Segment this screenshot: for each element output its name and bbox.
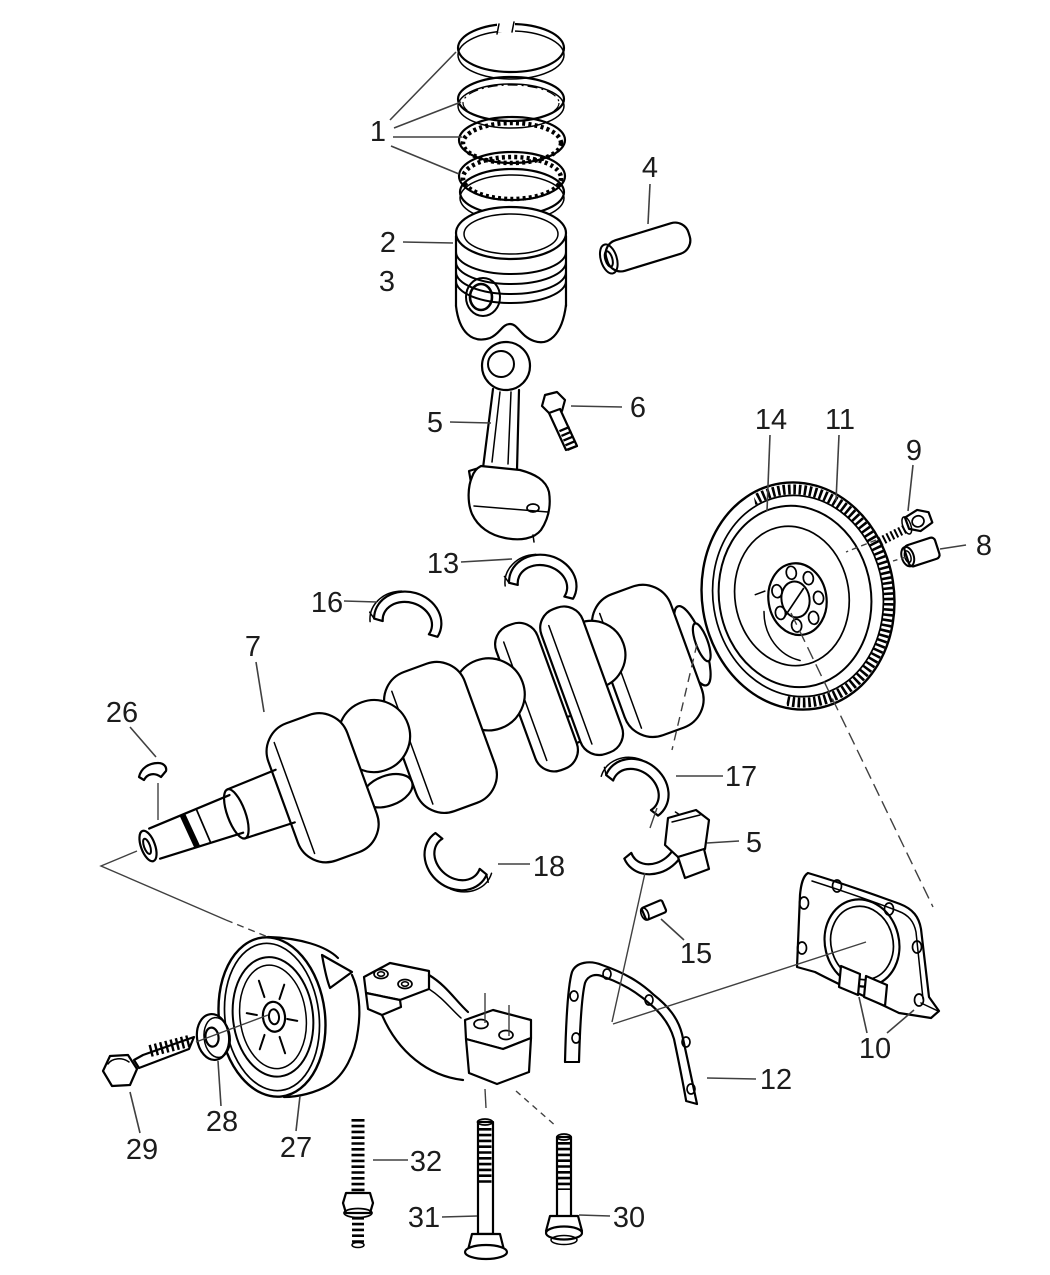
bearing-and-cap [619,808,711,889]
leader-line-30 [578,1214,611,1217]
construction-line-bridge-to-bolt31 [484,1088,487,1109]
leader-line-12 [706,1077,757,1080]
callout-3[interactable]: 3 [379,266,395,298]
bearing-cap-bridge [362,961,533,1086]
leader-line-6 [570,405,623,408]
rod-bolt [540,390,579,452]
flywheel [700,481,896,711]
construction-line-bearing17-to-cap [649,807,658,829]
construction-line-flywheel-to-retainer [790,612,934,908]
thrust-bearing-upper [597,741,683,821]
crankshaft-snout [138,768,296,863]
woodruff-key [137,761,168,782]
callout-5[interactable]: 5 [427,407,443,439]
leader-line-9 [907,464,914,512]
pilot-bushing [900,536,941,568]
callout-29[interactable]: 29 [126,1134,158,1166]
construction-line-bushing8-axis [892,556,907,562]
construction-line-crank-axis-to-damper-a [99,850,227,921]
callout-11[interactable]: 11 [825,404,855,436]
leader-line-13 [460,558,513,563]
rear-seal-retainer [795,871,941,1020]
piston-pin-boss [465,277,501,317]
callout-2[interactable]: 2 [380,227,396,259]
leader-line-10 [858,996,868,1034]
leader-line-1 [389,51,457,121]
piston [454,205,568,344]
main-bearing-lower [410,828,495,908]
main-bearing-upper [366,581,450,643]
construction-line-bridge-to-retainer [612,941,867,1025]
callout-1[interactable]: 1 [370,116,386,148]
leader-line-4 [647,183,651,225]
ring-gap [497,20,515,32]
leader-line-27 [295,1095,301,1132]
callout-13[interactable]: 13 [427,548,459,580]
leader-line-8 [939,544,967,550]
flywheel-bolt [878,508,934,546]
leader-line-1 [393,101,462,129]
callout-16[interactable]: 16 [311,587,343,619]
leader-line-26 [129,726,157,758]
vibration-damper [217,935,361,1099]
rod-bearing-upper [501,545,584,604]
construction-line-crank-axis-to-damper-b [225,919,269,938]
leader-line-5b [706,840,740,844]
bridge-bolt [544,1133,584,1246]
construction-line-cap-to-bridge [611,872,646,1023]
ring-gear-teeth [750,484,894,708]
brace-bracket [563,961,699,1106]
leader-line-28 [217,1060,222,1107]
callout-10[interactable]: 10 [859,1033,891,1065]
leader-line-16 [343,600,378,603]
callout-5b[interactable]: 5 [746,827,762,859]
leader-line-5 [449,421,492,424]
callout-9[interactable]: 9 [906,435,922,467]
bridge-bolt-long [463,1118,509,1261]
construction-line-bridge-to-bolt30 [515,1090,558,1128]
callout-12[interactable]: 12 [760,1064,792,1096]
leader-line-1 [390,145,460,175]
dowel-plug [639,899,668,921]
callout-8[interactable]: 8 [976,530,992,562]
leader-line-10 [886,1009,915,1034]
callout-14[interactable]: 14 [755,404,787,436]
bridge-stud [341,1119,375,1249]
callout-26[interactable]: 26 [106,697,138,729]
callout-4[interactable]: 4 [642,152,658,184]
leader-line-29 [129,1091,141,1134]
construction-line-bolt9-axis [845,539,877,553]
crankshaft [138,583,712,864]
callout-17[interactable]: 17 [725,761,757,793]
callout-27[interactable]: 27 [280,1132,312,1164]
callout-28[interactable]: 28 [206,1106,238,1138]
callout-32[interactable]: 32 [410,1146,442,1178]
leader-line-7 [255,661,265,713]
leader-line-2 [402,241,454,244]
leader-line-31 [441,1215,478,1218]
leader-line-15 [660,918,685,941]
piston-ring-set [456,20,567,222]
damper-spider [245,979,299,1055]
callout-7[interactable]: 7 [245,631,261,663]
construction-line-crank-rear-to-bearing17 [671,643,698,751]
leader-line-11 [835,434,840,502]
callout-15[interactable]: 15 [680,938,712,970]
flywheel-hub [767,562,828,637]
callout-30[interactable]: 30 [613,1202,645,1234]
piston-pin [598,221,692,275]
construction-lines [99,539,934,1128]
callout-18[interactable]: 18 [533,851,565,883]
callout-6[interactable]: 6 [630,392,646,424]
callout-31[interactable]: 31 [408,1202,440,1234]
connecting-rod [467,340,551,543]
damper-bolt [101,1035,196,1088]
construction-line-damper-bolt-axis [195,1014,269,1043]
leader-line-14 [766,434,771,512]
